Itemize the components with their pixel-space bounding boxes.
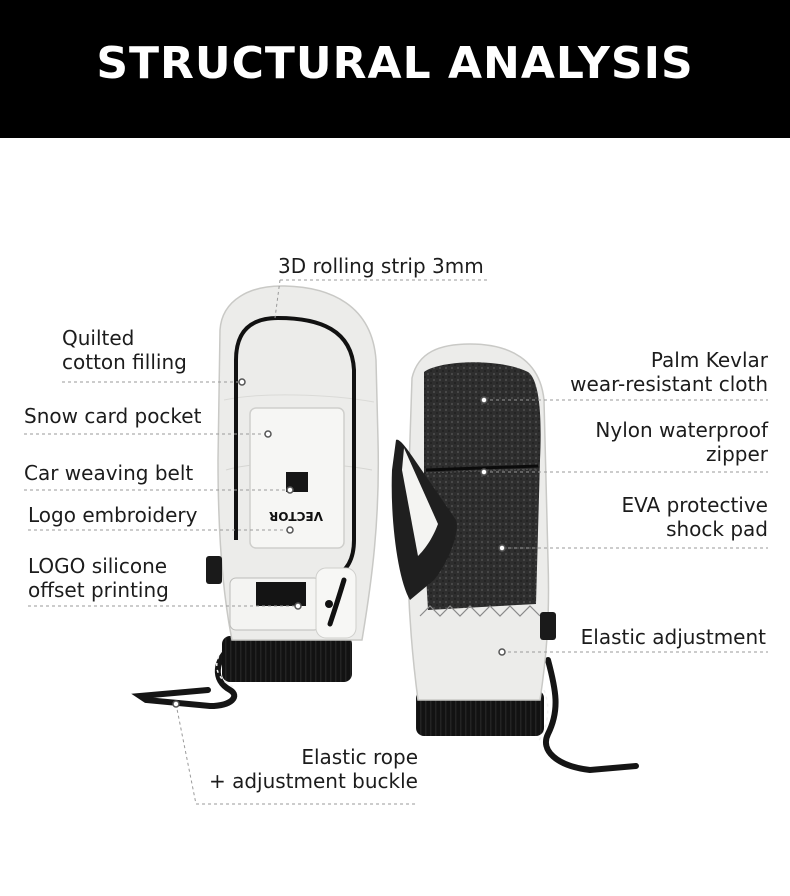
left-mitten-back: VECTOR [131,285,380,710]
label-snow-card-pocket: Snow card pocket [24,404,202,428]
right-elastic-rope [543,657,639,774]
left-cuff [222,636,352,682]
leader-lines [24,279,768,805]
label-palm-kevlar-line2: wear-resistant cloth [570,372,768,396]
label-eva-line2: shock pad [666,517,768,541]
label-rope-line1: Elastic rope [301,745,418,769]
page-title: STRUCTURAL ANALYSIS [96,38,694,89]
label-logo-silicone-line1: LOGO silicone [28,554,168,578]
palm-kevlar [424,362,541,610]
label-quilted-line1: Quilted [62,326,135,350]
label-quilted-line2: cotton filling [62,350,187,374]
label-logo-silicone-line2: offset printing [28,578,169,602]
label-palm-kevlar-line1: Palm Kevlar [650,348,768,372]
right-cuff [416,690,544,736]
waterproof-zipper [425,464,539,472]
elastic-adjuster [540,612,556,640]
label-nylon-line2: zipper [706,442,768,466]
right-mitten-palm [391,343,639,774]
label-logo-embroidery: Logo embroidery [28,503,198,527]
label-nylon-line1: Nylon waterproof [595,418,768,442]
callout-dots [172,378,506,708]
label-eva-line1: EVA protective [621,493,768,517]
label-rope-line2: + adjustment buckle [208,769,418,793]
pocket-logo: VECTOR [269,509,323,523]
label-elastic-adjustment: Elastic adjustment [580,625,766,649]
label-weaving-belt: Car weaving belt [24,461,194,485]
left-elastic-rope [131,643,238,710]
label-rolling-strip: 3D rolling strip 3mm [278,254,484,278]
header-banner: STRUCTURAL ANALYSIS [0,0,790,138]
left-rolling-strip [234,315,356,576]
